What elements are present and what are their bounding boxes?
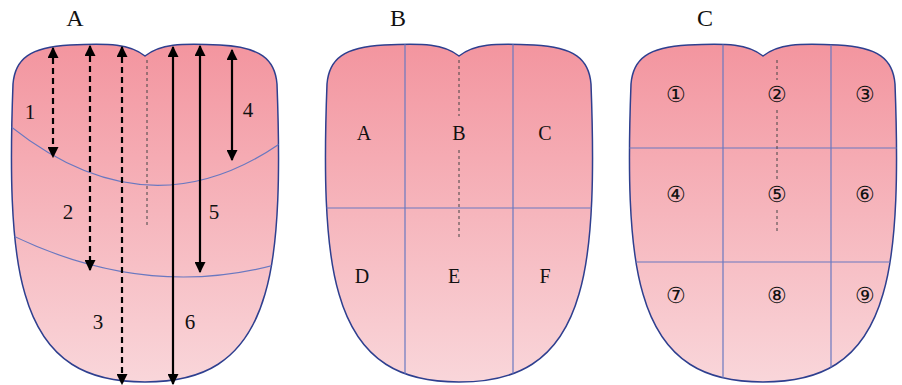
region-letter: A [357,123,371,143]
region-number: ⑧ [767,285,787,307]
region-number: ② [767,84,787,106]
region-letter: B [452,123,465,143]
panel-letter: A [66,6,83,30]
region-arrows [53,46,232,384]
region-number: ④ [666,184,686,206]
region-letter: C [538,123,551,143]
region-number: 3 [93,312,104,333]
region-number: 5 [209,202,220,223]
region-number: 4 [243,100,254,121]
region-number: 6 [185,312,196,333]
panel-letter: C [697,6,713,30]
region-letter: F [539,266,550,286]
tongue-panel-a [5,44,285,382]
panel-letter: B [390,6,406,30]
region-letter: D [355,266,369,286]
region-number: ⑨ [855,285,875,307]
tongue-panel-b [319,39,599,385]
region-number: ③ [855,84,875,106]
region-letter: E [448,266,460,286]
region-number: ⑥ [855,184,875,206]
tongue-panel-c [623,39,902,385]
region-number: ① [666,84,686,106]
region-number: ⑦ [666,285,686,307]
region-number: ⑤ [767,184,787,206]
region-number: 2 [63,202,74,223]
region-number: 1 [25,102,36,123]
